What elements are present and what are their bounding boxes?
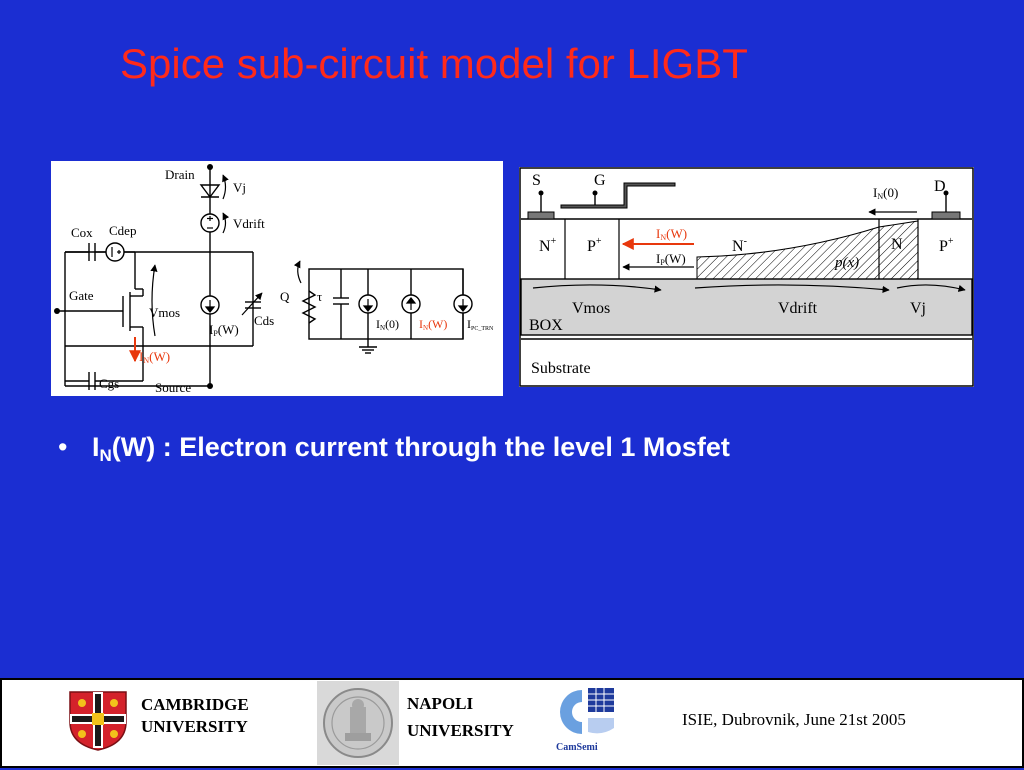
drain-contact (931, 211, 961, 220)
vdrift-label: Vdrift (233, 216, 265, 231)
d-label: D (934, 178, 946, 195)
source-terminal (207, 383, 213, 389)
slide-title: Spice sub-circuit model for LIGBT (120, 40, 748, 87)
conference-info: ISIE, Dubrovnik, June 21st 2005 (682, 710, 906, 729)
bullet-item: • IN(W) : Electron current through the le… (58, 432, 730, 466)
napoli-seal-icon (317, 681, 399, 765)
in-w-label: IN(W) (656, 226, 687, 242)
cambridge-name: CAMBRIDGE UNIVERSITY (141, 695, 249, 736)
bullet-subscript: N (99, 446, 112, 465)
p-plus-right-label: P+ (939, 236, 954, 255)
ip-w-label: IP(W) (656, 251, 686, 267)
g-label: G (594, 172, 606, 189)
vmos-label: Vmos (572, 300, 610, 317)
cgs-label: Cgs (99, 376, 119, 391)
bullet-text: (W) : Electron current through the level… (111, 432, 730, 462)
p-plus-left-label: P+ (587, 236, 602, 255)
gate-terminal (54, 308, 60, 314)
device-svg: S G D IN(0) N+ P+ IN(W) IP(W) N- p(x) N … (519, 167, 974, 387)
gate-electrode (560, 182, 676, 209)
vj-label: Vj (910, 300, 926, 317)
cdep-source (105, 242, 125, 262)
in-w-right-label: IN(W) (419, 317, 447, 332)
cambridge-crest-icon (69, 691, 127, 751)
drain-terminal (207, 164, 213, 170)
tau-label: τ (317, 289, 322, 304)
n-buffer-label: N (891, 236, 903, 253)
bullet-symbol: • (58, 432, 68, 462)
in-0-label: IN(0) (873, 185, 898, 201)
box-label: BOX (529, 317, 563, 334)
source-label: Source (155, 380, 191, 395)
in-w-left-label: IN(W) (139, 349, 170, 365)
box-layer (520, 278, 973, 336)
footer-bar: CAMBRIDGE UNIVERSITY NAPOLI UNIVERSITY C… (0, 678, 1024, 768)
vdrift-label: Vdrift (778, 300, 818, 317)
in-0-label: IN(0) (376, 317, 399, 332)
bullet-prefix: I (92, 432, 100, 462)
px-label: p(x) (834, 255, 859, 271)
ipc-trn-label: IPC_TRN (467, 317, 494, 332)
vdrift-source (200, 213, 220, 233)
ip-w-label: IP(W) (209, 322, 239, 338)
q-label: Q (280, 289, 290, 304)
n-plus-label: N+ (539, 236, 557, 255)
cox-label: Cox (71, 225, 93, 240)
napoli-name: NAPOLI UNIVERSITY (407, 694, 514, 740)
gate-label: Gate (69, 288, 94, 303)
circuit-svg: Drain Vj Vdrift Cox Cdep Gate Vmos Cds Q… (54, 164, 494, 395)
s-label: S (532, 172, 541, 189)
diode-vj (199, 184, 221, 199)
n-minus-label: N- (732, 236, 747, 255)
substrate-label: Substrate (531, 360, 591, 377)
ligbt-cross-section: S G D IN(0) N+ P+ IN(W) IP(W) N- p(x) N … (519, 167, 974, 387)
spice-circuit-diagram: Drain Vj Vdrift Cox Cdep Gate Vmos Cds Q… (51, 161, 503, 396)
source-contact (527, 211, 555, 220)
vmos-label: Vmos (149, 305, 180, 320)
vj-label: Vj (233, 180, 246, 195)
cdep-label: Cdep (109, 223, 136, 238)
camsemi-text: CamSemi (556, 742, 598, 753)
drain-label: Drain (165, 167, 195, 182)
cds-label: Cds (254, 313, 274, 328)
camsemi-logo-icon: CamSemi (556, 688, 614, 753)
